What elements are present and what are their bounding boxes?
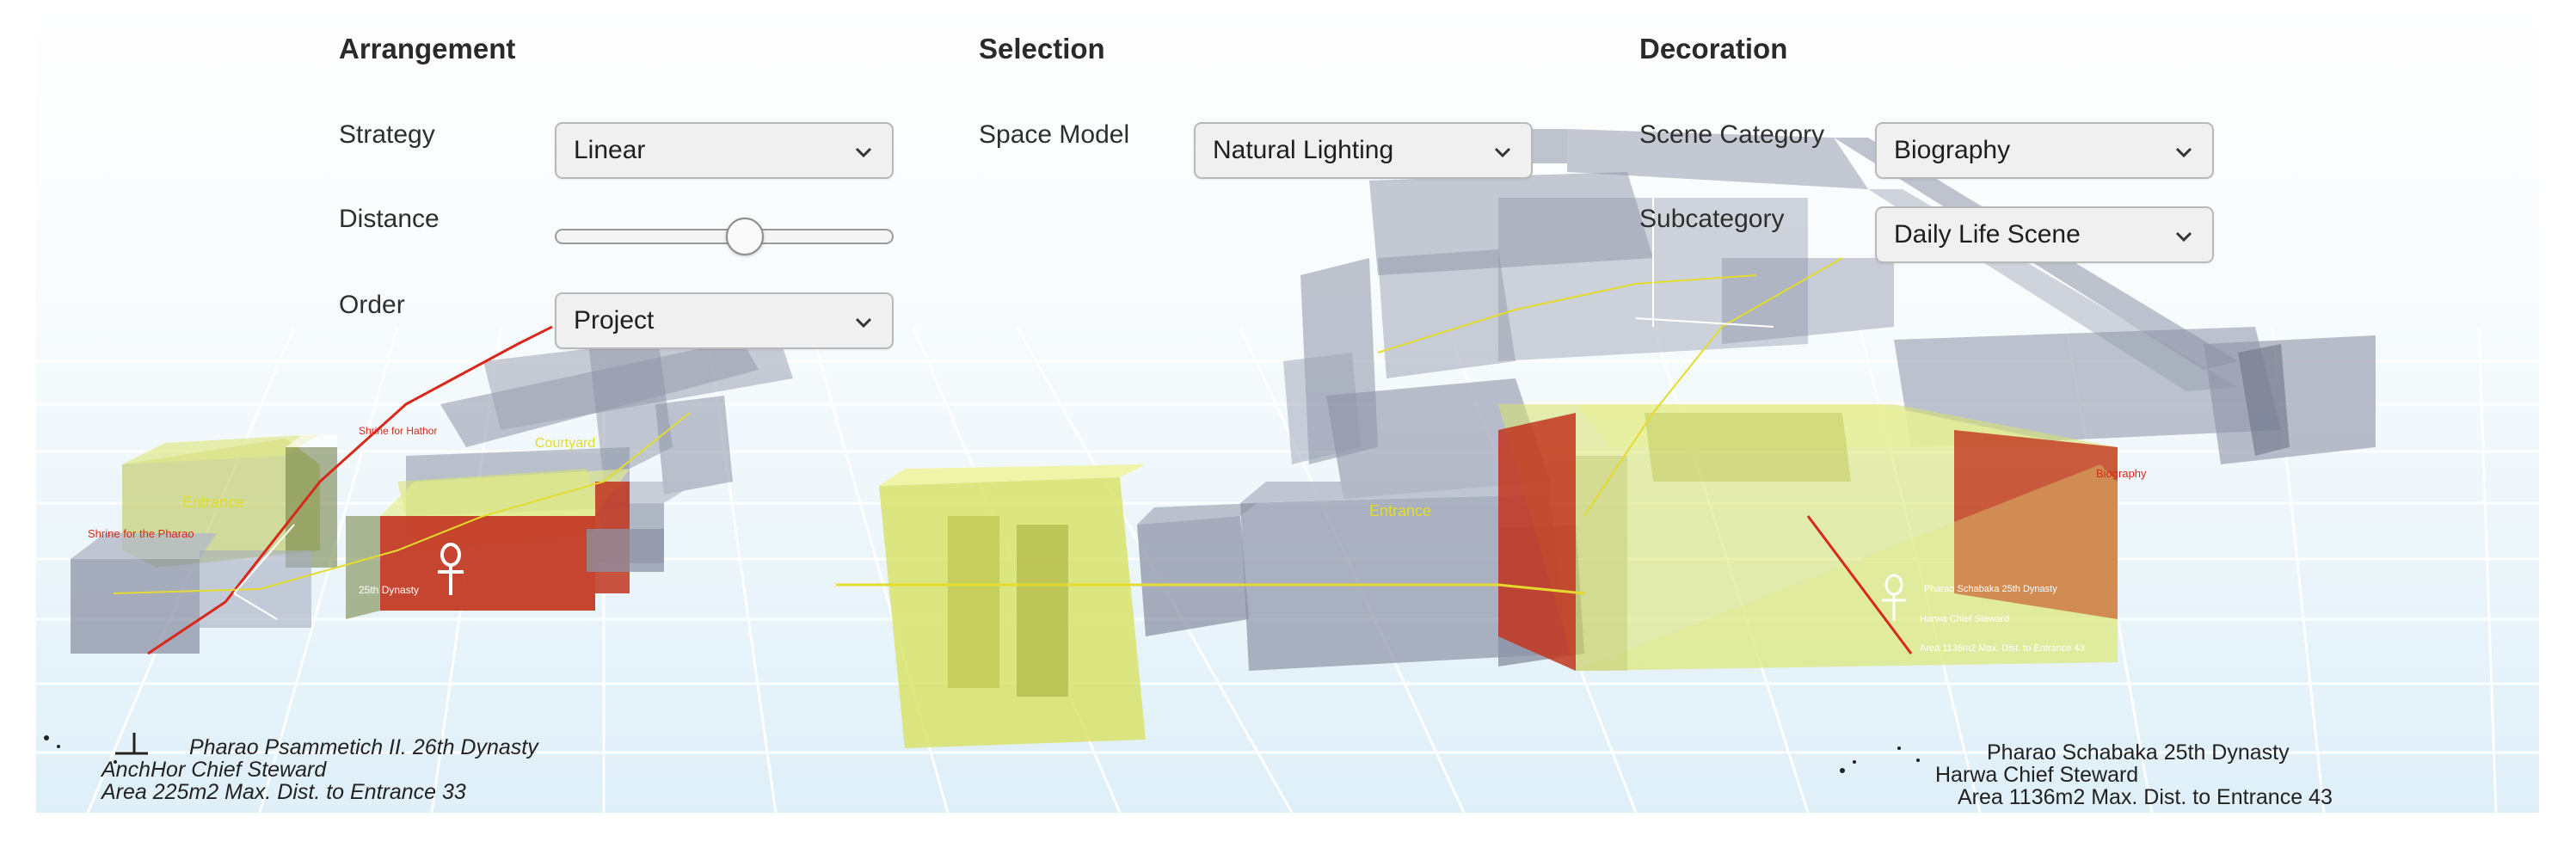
right-tomb-info-line1: Pharao Schabaka 25th Dynasty (1987, 740, 2290, 765)
right-overlay-line2: Harwa Chief Steward (1920, 614, 2009, 624)
selection-heading: Selection (979, 33, 1105, 64)
left-tomb-model: Entrance Courtyard Shrine for Hathor Shr… (71, 318, 793, 655)
decoration-heading: Decoration (1639, 33, 1788, 64)
right-label-entrance: Entrance (1369, 502, 1431, 519)
left-label-dynasty: 25th Dynasty (359, 584, 419, 596)
space-model-value: Natural Lighting (1213, 136, 1394, 164)
chevron-down-icon (2175, 231, 2192, 243)
chevron-down-icon (855, 317, 872, 329)
scene-category-label: Scene Category (1639, 120, 1825, 149)
distance-slider-track[interactable] (555, 229, 894, 244)
strategy-value: Linear (574, 136, 646, 164)
distance-slider-knob[interactable] (725, 218, 764, 255)
scene-category-dropdown[interactable]: Biography (1875, 122, 2214, 179)
order-value: Project (574, 306, 655, 335)
right-overlay-line3: Area 1136m2 Max. Dist. to Entrance 43 (1920, 643, 2085, 654)
right-label-biography: Biography (2096, 467, 2147, 480)
right-tomb-info-line2: Harwa Chief Steward (1935, 763, 2139, 787)
strategy-label: Strategy (339, 120, 435, 149)
right-overlay-line1: Pharao Schabaka 25th Dynasty (1924, 584, 2057, 594)
ankh-symbol-right (1882, 574, 1906, 621)
chevron-down-icon (2175, 147, 2192, 158)
arrangement-heading: Arrangement (339, 33, 516, 64)
order-dropdown[interactable]: Project (555, 292, 894, 349)
left-tomb-info-line3: Area 225m2 Max. Dist. to Entrance 33 (101, 780, 466, 804)
space-model-dropdown[interactable]: Natural Lighting (1194, 122, 1533, 179)
subcategory-dropdown[interactable]: Daily Life Scene (1875, 206, 2214, 263)
left-tomb-info-line2: AnchHor Chief Steward (101, 758, 327, 782)
order-label: Order (339, 291, 405, 319)
subcategory-value: Daily Life Scene (1894, 220, 2081, 249)
right-tomb-info-line3: Area 1136m2 Max. Dist. to Entrance 43 (1958, 785, 2333, 809)
chevron-down-icon (1494, 147, 1511, 158)
space-model-label: Space Model (979, 120, 1130, 149)
strategy-dropdown[interactable]: Linear (555, 122, 894, 179)
left-tomb-info-line1: Pharao Psammetich II. 26th Dynasty (189, 735, 538, 759)
left-tomb-floorplan-icon (44, 733, 148, 764)
distance-label: Distance (339, 205, 440, 233)
left-label-courtyard: Courtyard (535, 436, 595, 451)
right-tomb-floorplan-icon (1840, 746, 1920, 773)
left-label-shrine-hathor: Shrine for Hathor (359, 425, 437, 437)
left-label-entrance: Entrance (182, 494, 244, 511)
left-tomb-info: Pharao Psammetich II. 26th Dynasty AnchH… (101, 736, 538, 803)
ankh-symbol-left (438, 543, 464, 595)
chevron-down-icon (855, 147, 872, 158)
right-tomb-info: Pharao Schabaka 25th Dynasty Harwa Chief… (1935, 741, 2333, 808)
left-label-shrine-pharao: Shrine for the Pharao (88, 527, 194, 540)
subcategory-label: Subcategory (1639, 205, 1785, 233)
scene-category-value: Biography (1894, 136, 2011, 164)
